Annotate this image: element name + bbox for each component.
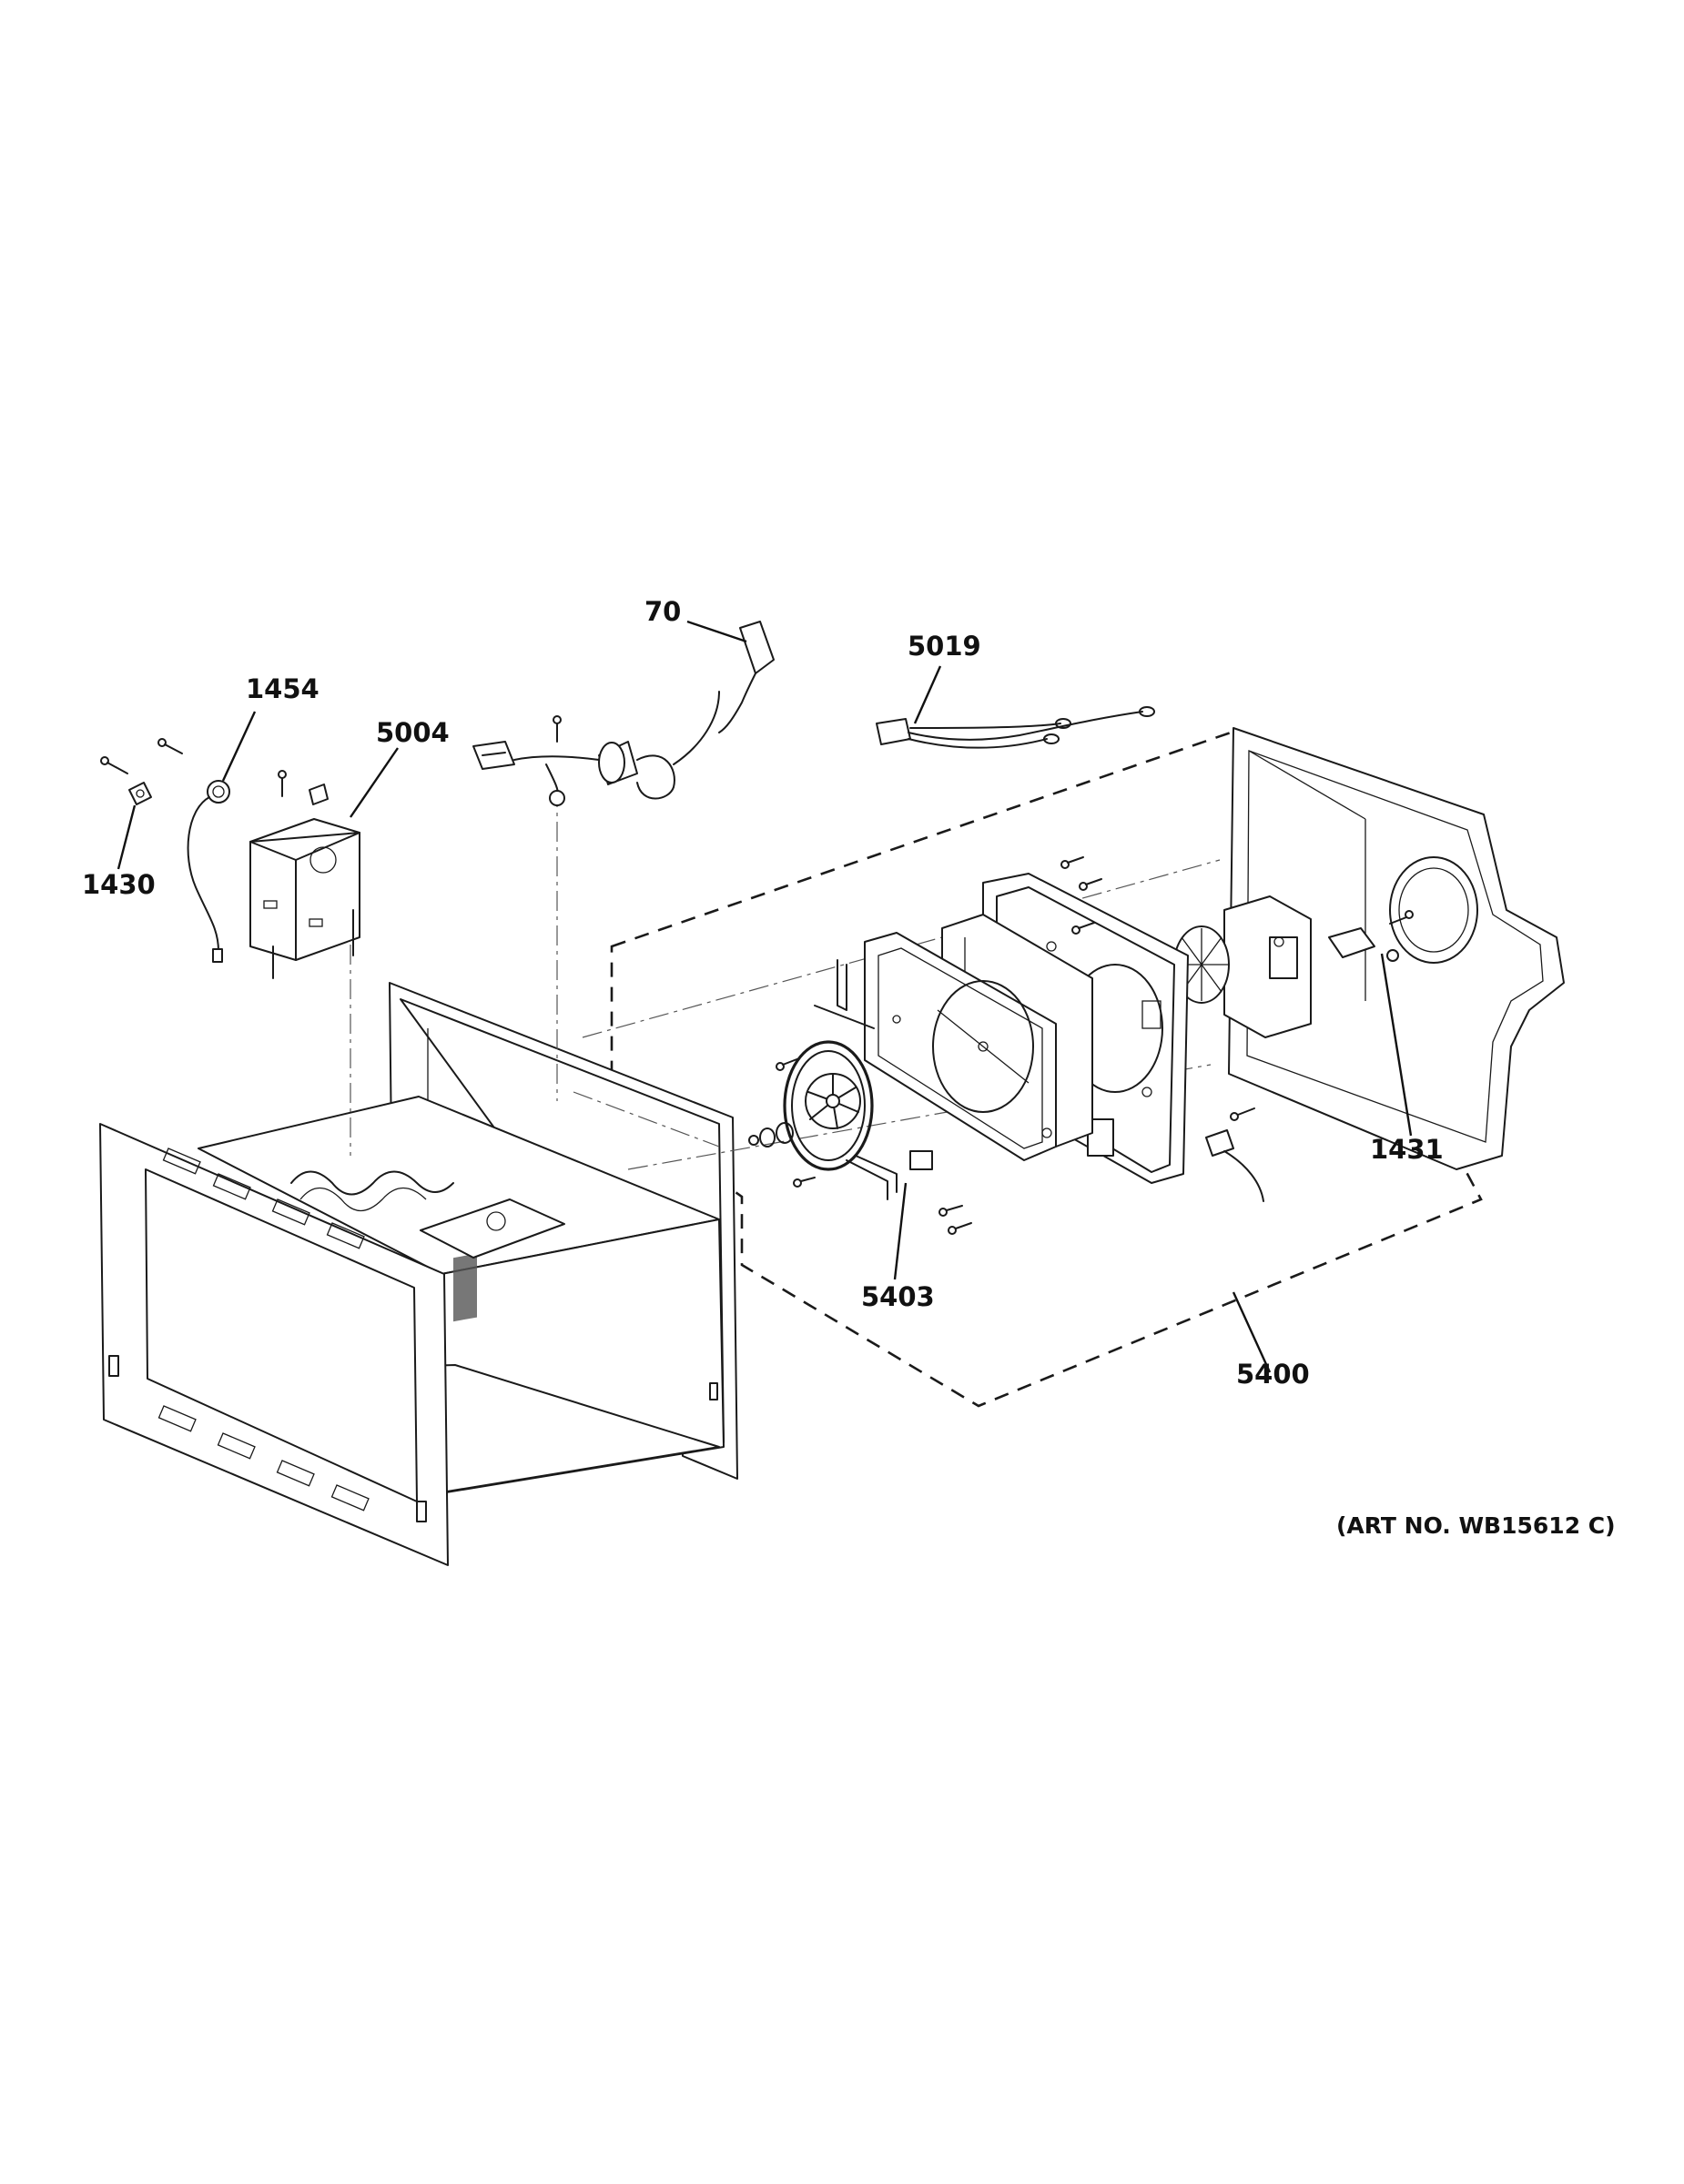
callout-5019: 5019 bbox=[908, 631, 981, 662]
callout-1454: 1454 bbox=[246, 673, 320, 704]
leader-5019 bbox=[913, 665, 942, 724]
switch-1431 bbox=[1205, 1107, 1264, 1202]
leader-1431 bbox=[1380, 953, 1413, 1137]
callout-1431: 1431 bbox=[1370, 1134, 1444, 1165]
thermostat-1454 bbox=[187, 780, 230, 963]
sensor-1430 bbox=[128, 782, 152, 805]
leader-5400 bbox=[1232, 1291, 1272, 1373]
callout-70: 70 bbox=[644, 596, 681, 627]
callout-5400: 5400 bbox=[1236, 1359, 1310, 1390]
callout-5403: 5403 bbox=[861, 1281, 935, 1312]
leader-1430 bbox=[117, 804, 137, 870]
leader-70 bbox=[686, 620, 747, 643]
power-cord-70 bbox=[472, 621, 775, 806]
callout-1430: 1430 bbox=[82, 869, 156, 900]
leader-1454 bbox=[221, 711, 257, 782]
leader-5403 bbox=[893, 1182, 908, 1280]
art-number: (ART NO. WB15612 C) bbox=[1336, 1512, 1616, 1539]
callout-5004: 5004 bbox=[376, 717, 450, 748]
bracket-5004 bbox=[249, 784, 360, 979]
oven-cavity bbox=[99, 982, 738, 1566]
screw-group-left bbox=[100, 738, 287, 797]
side-vent-grille bbox=[453, 1253, 477, 1322]
washers-nuts bbox=[748, 856, 1102, 1235]
mounting-bracket bbox=[814, 959, 875, 1029]
leader-5004 bbox=[350, 747, 399, 818]
cavity-front-plate bbox=[864, 932, 1057, 1161]
convection-element-5403 bbox=[783, 1040, 933, 1200]
wire-harness-5019 bbox=[876, 706, 1155, 749]
back-panel bbox=[1228, 727, 1565, 1170]
